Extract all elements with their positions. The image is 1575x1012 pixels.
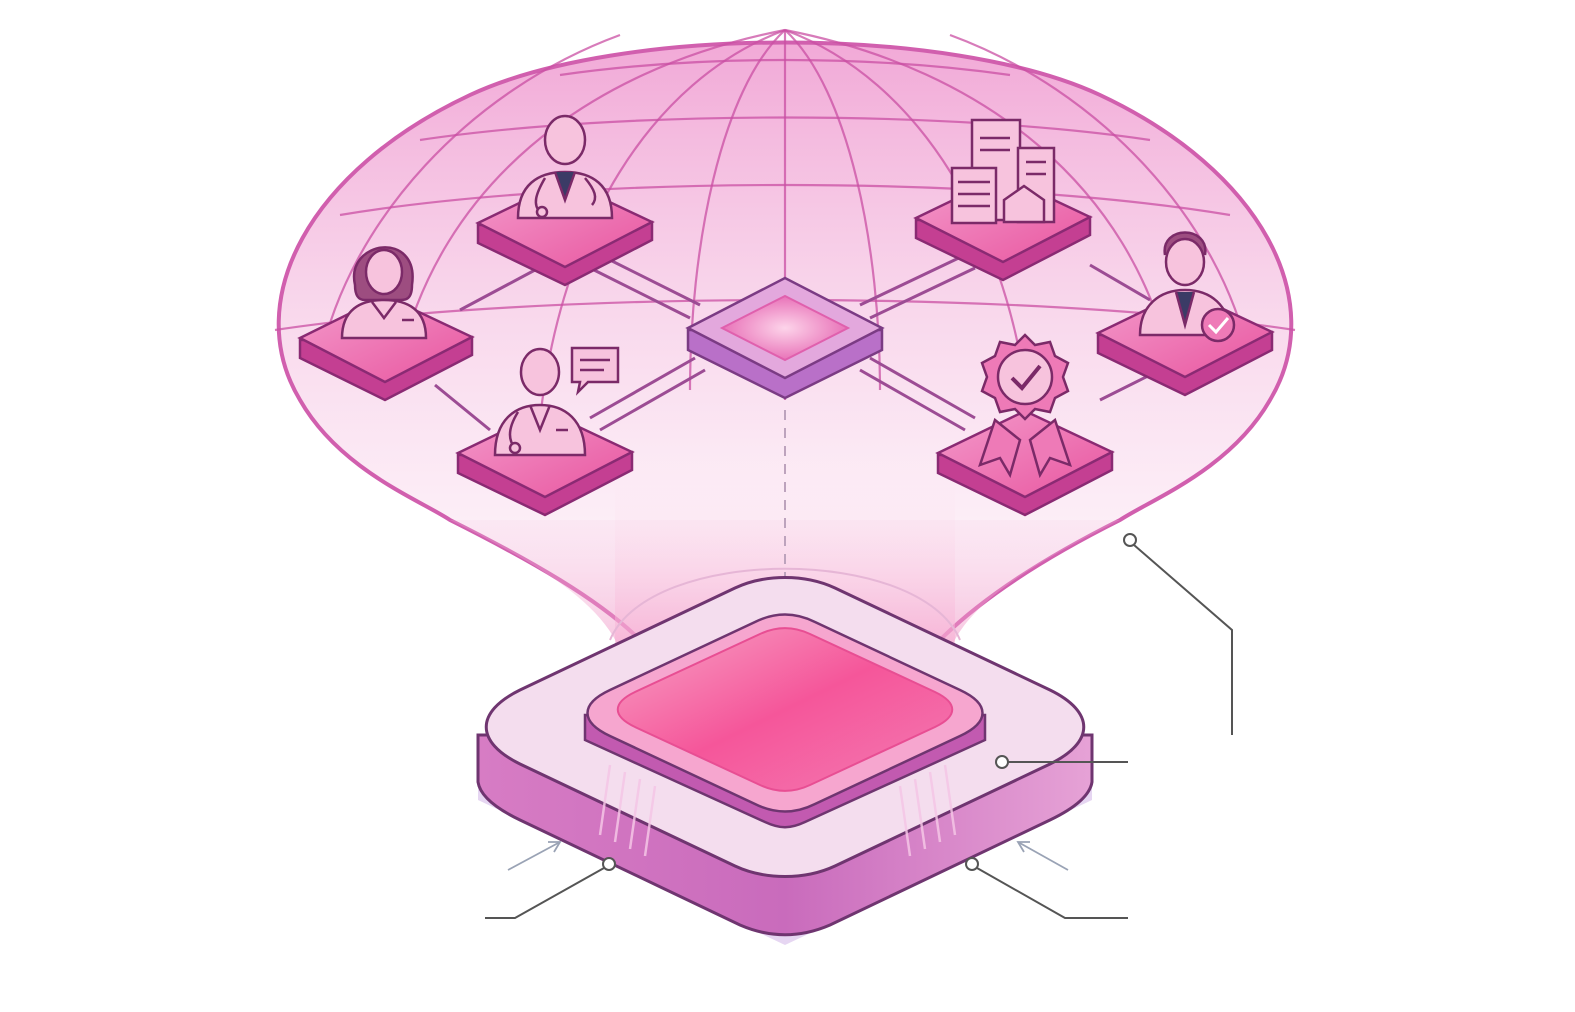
callout-right-platform <box>995 755 1128 769</box>
network-links <box>434 253 1151 432</box>
base-platform <box>476 567 1094 945</box>
nurse-avatar-icon <box>340 246 428 340</box>
physician-message-icon <box>493 346 620 457</box>
doctor-stethoscope-icon <box>516 114 614 220</box>
callout-right-base <box>965 857 1128 919</box>
professional-check-icon <box>1138 231 1236 343</box>
callout-left-base <box>485 857 616 919</box>
dome-rim-arc <box>609 567 961 641</box>
arrow-right <box>1016 841 1069 871</box>
core-glow <box>616 627 954 792</box>
accreditation-badge-icon <box>978 333 1072 479</box>
central-hub-tile <box>685 276 885 400</box>
callout-right-dome <box>1123 533 1233 735</box>
hospital-buildings-icon <box>950 118 1056 225</box>
callouts <box>485 533 1233 919</box>
arrow-left <box>507 841 562 871</box>
circuit-traces <box>598 764 957 857</box>
